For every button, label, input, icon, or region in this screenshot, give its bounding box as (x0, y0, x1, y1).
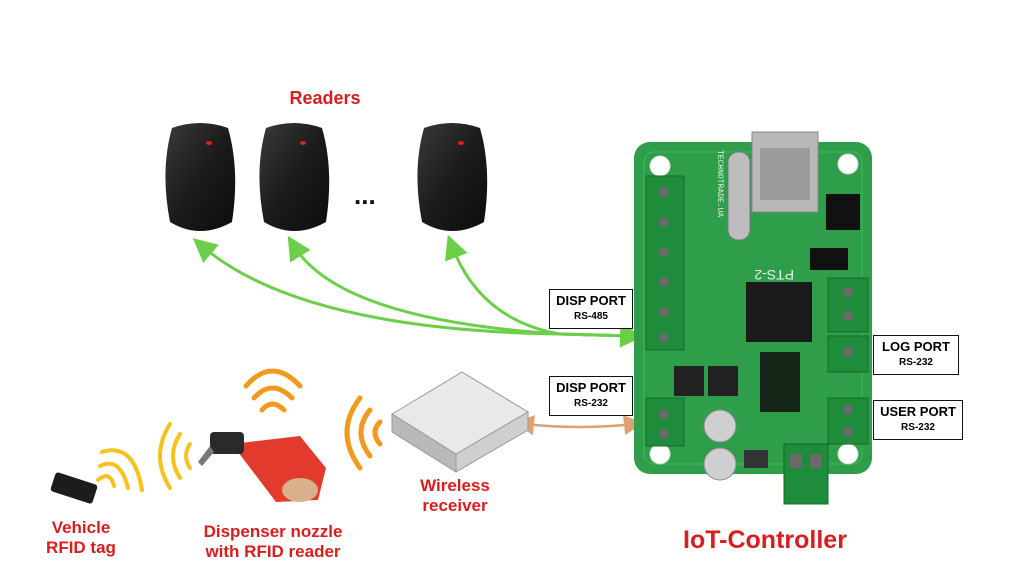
rs485-links (192, 234, 644, 348)
reader-3 (417, 123, 488, 231)
port-protocol: RS-232 (901, 422, 935, 433)
board-model: PTS-2 (754, 267, 794, 283)
log-port-box: LOG PORT RS-232 (873, 335, 959, 375)
port-protocol: RS-232 (574, 398, 608, 409)
disp-port-rs232-box: DISP PORT RS-232 (549, 376, 633, 416)
port-name: LOG PORT (882, 339, 950, 354)
tag-signal-icon (96, 448, 144, 492)
reader-1 (165, 123, 236, 231)
controller-title: IoT-Controller (683, 526, 847, 554)
rfid-tag (50, 472, 98, 504)
dispenser-nozzle (198, 432, 326, 502)
nozzle-left-signal-icon (158, 422, 192, 490)
port-name: DISP PORT (556, 380, 626, 395)
vehicle-tag-line1: Vehicle (51, 518, 111, 537)
port-name: USER PORT (880, 404, 956, 419)
disp-port-rs485-box: DISP PORT RS-485 (549, 289, 633, 329)
wireless-receiver-label: Wireless receiver (400, 476, 510, 515)
board-brand: TECHNOTRADE.UA (715, 150, 724, 217)
receiver-signal-icon (344, 395, 383, 471)
vehicle-tag-line2: RFID tag (46, 537, 116, 557)
nozzle-line1: Dispenser nozzle (203, 522, 343, 541)
nozzle-label: Dispenser nozzle with RFID reader (178, 522, 368, 561)
port-protocol: RS-485 (574, 311, 608, 322)
user-port-box: USER PORT RS-232 (873, 400, 963, 440)
port-protocol: RS-232 (899, 357, 933, 368)
nozzle-signal-icon (243, 368, 303, 413)
reader-2 (259, 123, 330, 231)
wireless-link (514, 415, 644, 436)
wireless-line2: receiver (422, 495, 488, 515)
vehicle-tag-label: Vehicle RFID tag (26, 518, 136, 557)
nozzle-line2: with RFID reader (205, 541, 341, 561)
readers-ellipsis: ... (354, 180, 376, 210)
wireless-line1: Wireless (420, 476, 490, 495)
controller-board: TECHNOTRADE.UA PTS-2 (634, 131, 872, 505)
port-name: DISP PORT (556, 293, 626, 308)
readers-title: Readers (289, 88, 361, 108)
wireless-receiver-device (391, 371, 529, 473)
